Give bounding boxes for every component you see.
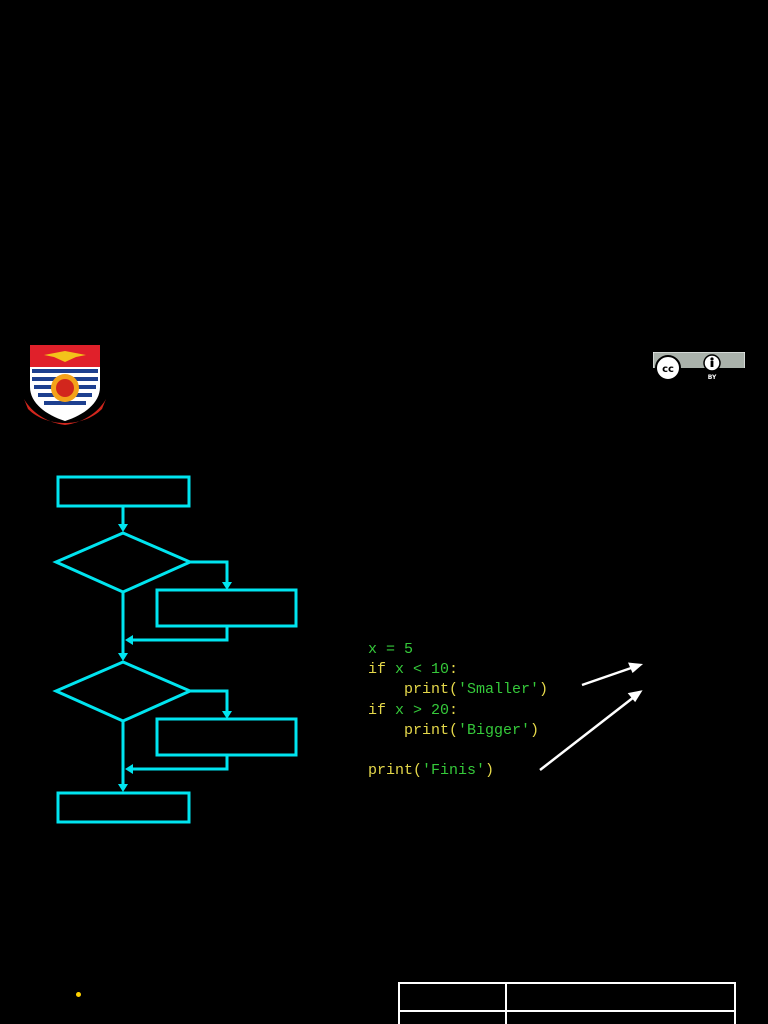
cc-icon [655, 355, 681, 380]
university-crest-icon [24, 345, 106, 425]
table-fragment [398, 982, 736, 1024]
code-token: ) [530, 721, 540, 739]
code-line: print('Bigger') [368, 721, 548, 741]
code-token: ) [485, 762, 495, 780]
code-line: print('Smaller') [368, 680, 548, 700]
code-token: ) [539, 681, 549, 699]
svg-text:BY: BY [708, 374, 717, 380]
license-badge: cc BY [653, 352, 745, 380]
code-token: : [449, 701, 459, 719]
code-token: print( [368, 681, 459, 699]
arrow-2 [539, 696, 635, 771]
code-line: if x < 10: [368, 660, 548, 680]
svg-text:cc: cc [662, 364, 674, 375]
code-token: x < 10 [395, 661, 450, 679]
code-token: if [368, 661, 396, 679]
code-token: : [449, 661, 459, 679]
code-token: if [368, 701, 396, 719]
code-token: print( [368, 762, 423, 780]
code-line: x = 5 [368, 640, 548, 660]
bullet [76, 992, 81, 997]
code-token: 'Finis' [422, 762, 486, 780]
code-token: print( [368, 721, 459, 739]
code-token: 'Smaller' [458, 681, 540, 699]
code-token: x = 5 [368, 641, 414, 658]
flow-end-box [56, 791, 191, 824]
code-token: x > 20 [395, 701, 450, 719]
code-token: 'Bigger' [458, 721, 531, 739]
arrow-1 [581, 665, 635, 687]
code-line: if x > 20: [368, 701, 548, 721]
code-line: print('Finis') [368, 761, 548, 781]
